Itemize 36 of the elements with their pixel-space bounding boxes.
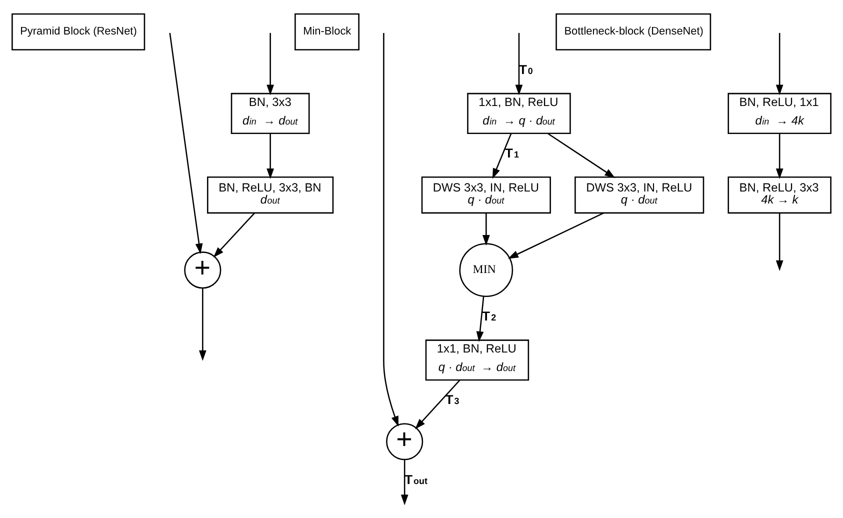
node-box: BN, ReLU, 1x1 din → 4k <box>728 92 832 134</box>
arrow <box>776 212 784 271</box>
node-box: DWS 3x3, IN, ReLU q · dout <box>574 176 704 214</box>
arrow <box>213 212 256 258</box>
node-box: 1x1, BN, ReLU din → q · dout <box>467 92 571 134</box>
node-circle: + <box>386 423 424 460</box>
arrow <box>169 32 203 254</box>
arrow <box>415 380 460 430</box>
node-box: BN, ReLU, 3x3 4k → k <box>728 176 832 214</box>
node-box: DWS 3x3, IN, ReLU q · dout <box>421 176 551 214</box>
arrow <box>266 134 274 180</box>
node-box: 1x1, BN, ReLU q · dout → dout <box>425 340 530 381</box>
arrow <box>776 32 784 96</box>
arrow <box>383 33 399 427</box>
arrow <box>547 132 616 178</box>
arrow <box>515 32 523 96</box>
node-box: BN, 3x3 din → dout <box>230 92 310 134</box>
arrow <box>266 32 274 96</box>
arrow <box>482 212 490 246</box>
node-circle: + <box>184 252 222 289</box>
arrow <box>492 133 512 179</box>
edge-label: T3 <box>445 392 460 408</box>
arrow <box>508 212 604 259</box>
edge-label: T2 <box>482 308 496 324</box>
node-box: BN, ReLU, 3x3, BN dout <box>207 176 334 214</box>
node-box: Pyramid Block (ResNet) <box>12 13 146 50</box>
node-box: Bottleneck-block (DenseNet) <box>556 13 712 50</box>
arrow <box>476 296 484 342</box>
arrow <box>198 288 206 361</box>
edge-label: T1 <box>505 146 519 161</box>
node-box: Min-Block <box>294 13 360 50</box>
edge-label: Tout <box>404 472 428 487</box>
arrow <box>400 460 408 506</box>
edge-label: T0 <box>518 62 533 78</box>
node-circle: MIN <box>459 243 514 298</box>
arrow <box>776 134 784 180</box>
